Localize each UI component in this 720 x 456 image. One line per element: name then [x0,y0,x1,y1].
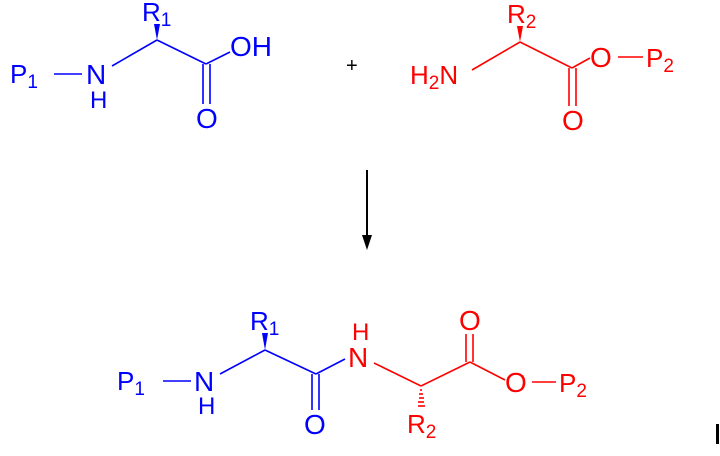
product-n1-calpha1-bond [219,349,266,375]
product-carbonyl-oxygen: O [459,305,481,336]
product-amide-oxygen: O [304,409,326,440]
product-protecting-group-1: P1 [117,366,145,400]
reaction-arrow-head [362,235,372,250]
reactant-1-c-oh-bond [205,51,231,65]
product-c-o-bond [469,361,506,381]
product-wedge-bond-1 [262,333,268,350]
reactant-2: H2N R2 O O P2 [410,0,674,136]
reactant-2-n-calpha-bond [471,41,521,71]
reactant-2-carbonyl-oxygen: O [562,105,584,136]
reactant-1-hydroxyl: OH [230,31,272,62]
product-nitrogen-2: N [348,342,368,373]
reactant-1-n-calpha-bond [111,39,158,67]
reactant-2-side-chain: R2 [507,0,536,33]
product-calpha2-c-bond [420,361,471,387]
product-side-chain-2: R2 [407,409,436,443]
reactant-2-ester-oxygen: O [590,42,612,73]
reactant-2-amine: H2N [410,60,458,94]
product-calpha1-c-bond [264,349,317,375]
product-n2-calpha2-bond [373,362,422,387]
reactant-1-side-chain: R1 [142,0,171,31]
product-amide-hydrogen-1: H [198,393,215,420]
reaction-arrow [362,170,372,250]
product-c-n2-bond [315,358,346,375]
product-nitrogen-1: N [194,366,214,397]
reactant-2-wedge-bond [517,26,523,42]
reactant-2-c-o-bond [571,57,591,69]
product-amide-hydrogen-2: H [352,319,369,346]
product-protecting-group-2: P2 [559,368,587,402]
reactant-1-carbonyl-oxygen: O [196,103,218,134]
plus-sign: + [346,55,358,77]
reactant-1-nitrogen: N [86,59,106,90]
product-side-chain-1: R1 [250,306,279,340]
reactant-1-amide-hydrogen: H [90,87,107,114]
product-ester-oxygen: O [505,367,527,398]
reactant-2-calpha-c-bond [519,41,573,69]
edge-mark [716,424,719,444]
product: P1 N H R1 O H N R2 O O P2 [117,305,587,443]
reactant-1-calpha-c-bond [156,39,207,65]
product-hashed-wedge-bond [418,389,425,407]
reactant-1: P1 N H R1 OH O [10,0,272,134]
reactant-1-wedge-bond [154,24,160,40]
reactant-1-protecting-group: P1 [10,59,38,93]
reactant-2-protecting-group: P2 [646,43,674,77]
